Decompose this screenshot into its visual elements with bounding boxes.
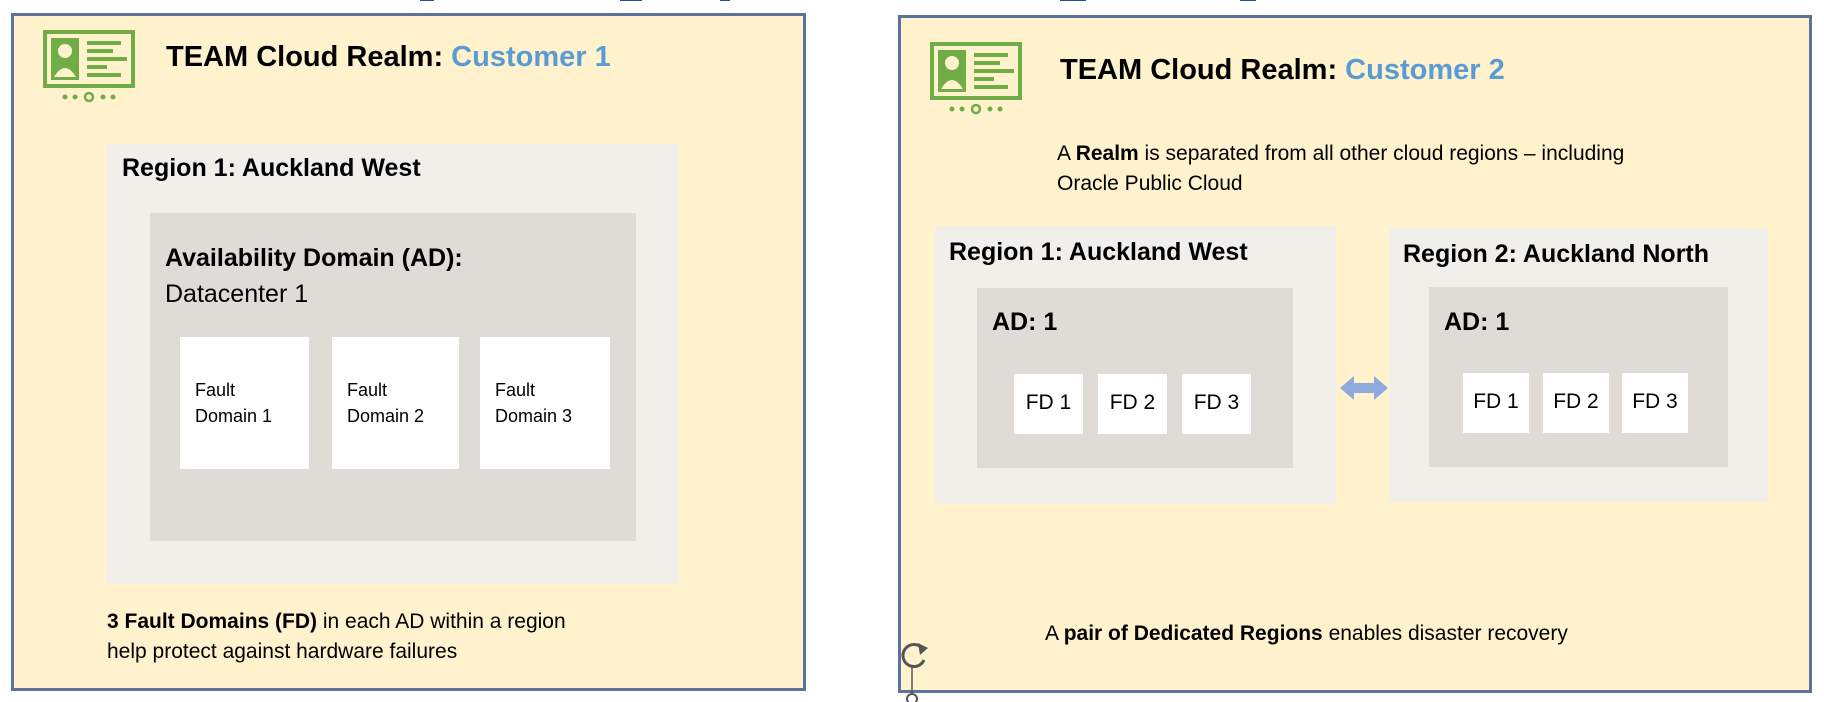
- realm-title-prefix: TEAM Cloud Realm:: [166, 41, 452, 73]
- fault-domain-line1: Fault: [347, 380, 388, 400]
- realm-note-bold: Realm: [1075, 142, 1139, 165]
- realm-customer-name: Customer 1: [451, 41, 611, 73]
- ad-title-text: Availability Domain (AD):: [165, 244, 463, 272]
- fault-domain-label: Fault Domain 2: [347, 377, 424, 429]
- fd-label: FD 1: [1473, 390, 1519, 413]
- realm-customer-1: TEAM Cloud Realm: Customer 1 Region 1: A…: [11, 13, 806, 691]
- region-auckland-west: Region 1: Auckland West Availability Dom…: [107, 144, 679, 584]
- realm-separation-note: A Realm is separated from all other clou…: [1057, 139, 1624, 200]
- fault-domain-note: 3 Fault Domains (FD) in each AD within a…: [107, 607, 566, 668]
- fd-label: FD 3: [1193, 391, 1240, 414]
- fd-label: FD 2: [1553, 390, 1599, 413]
- fault-domain-2: Fault Domain 2: [332, 337, 459, 469]
- realm-note-post: is separated from all other cloud region…: [1138, 142, 1625, 165]
- region-auckland-west: Region 1: Auckland West AD: 1 FD 1 FD 2 …: [935, 226, 1336, 504]
- region-title: Region 1: Auckland West: [122, 154, 421, 182]
- realm-title: TEAM Cloud Realm: Customer 1: [166, 41, 611, 74]
- id-card-icon: [43, 30, 135, 103]
- fd-1: FD 1: [1014, 374, 1083, 434]
- id-card-icon: [930, 42, 1022, 115]
- ad-subtitle: Datacenter 1: [165, 279, 309, 308]
- dr-note-post: enables disaster recovery: [1322, 622, 1568, 645]
- fault-domain-3: Fault Domain 3: [480, 337, 610, 469]
- fault-domain-1: Fault Domain 1: [180, 337, 309, 469]
- fault-domain-line1: Fault: [195, 380, 236, 400]
- fd-3: FD 3: [1622, 373, 1688, 433]
- fault-domain-line2: Domain 2: [347, 406, 425, 427]
- ad-title: AD: 1: [1444, 308, 1510, 336]
- fault-domain-note-bold: 3 Fault Domains (FD): [107, 610, 318, 633]
- realm-title-prefix: TEAM Cloud Realm:: [1060, 54, 1346, 86]
- fault-domain-line1: Fault: [495, 380, 536, 400]
- disaster-recovery-note: A pair of Dedicated Regions enables disa…: [1045, 619, 1568, 649]
- region-title: Region 1: Auckland West: [949, 238, 1248, 266]
- fd-1: FD 1: [1463, 373, 1529, 433]
- rotate-handle-icon[interactable]: [896, 634, 936, 702]
- region-auckland-north: Region 2: Auckland North AD: 1 FD 1 FD 2…: [1389, 228, 1768, 502]
- clipped-caption-svg: [420, 0, 1256, 1]
- availability-domain: AD: 1 FD 1 FD 2 FD 3: [1429, 287, 1728, 467]
- fd-label: FD 3: [1632, 390, 1678, 413]
- clipped-caption-fragment: [420, 0, 1380, 8]
- fd-2: FD 2: [1543, 373, 1609, 433]
- fd-label: FD 2: [1109, 391, 1156, 414]
- availability-domain: AD: 1 FD 1 FD 2 FD 3: [977, 288, 1293, 468]
- realm-note-line2: Oracle Public Cloud: [1057, 172, 1243, 196]
- fault-domain-note-rest: in each AD within a region: [317, 610, 566, 633]
- fd-3: FD 3: [1182, 374, 1251, 434]
- fd-2: FD 2: [1098, 374, 1167, 434]
- dr-note-pre: A: [1045, 622, 1064, 645]
- fault-domain-note-line2: help protect against hardware failures: [107, 640, 458, 664]
- dr-note-bold: pair of Dedicated Regions: [1063, 622, 1323, 645]
- fd-label: FD 1: [1025, 391, 1072, 414]
- realm-customer-2: TEAM Cloud Realm: Customer 2 A Realm is …: [898, 15, 1812, 693]
- bidirectional-arrow-icon: [1340, 376, 1388, 400]
- region-title: Region 2: Auckland North: [1403, 240, 1710, 268]
- ad-title: Availability Domain (AD): Datacenter 1: [165, 241, 463, 312]
- realm-title: TEAM Cloud Realm: Customer 2: [1060, 54, 1505, 87]
- availability-domain: Availability Domain (AD): Datacenter 1 F…: [150, 213, 636, 541]
- fault-domain-label: Fault Domain 3: [495, 377, 572, 429]
- fault-domain-line2: Domain 1: [195, 406, 273, 427]
- realm-customer-name: Customer 2: [1345, 54, 1505, 86]
- ad-title: AD: 1: [992, 308, 1058, 336]
- fault-domain-line2: Domain 3: [495, 406, 573, 427]
- realm-note-pre: A: [1057, 142, 1076, 165]
- fault-domain-label: Fault Domain 1: [195, 377, 272, 429]
